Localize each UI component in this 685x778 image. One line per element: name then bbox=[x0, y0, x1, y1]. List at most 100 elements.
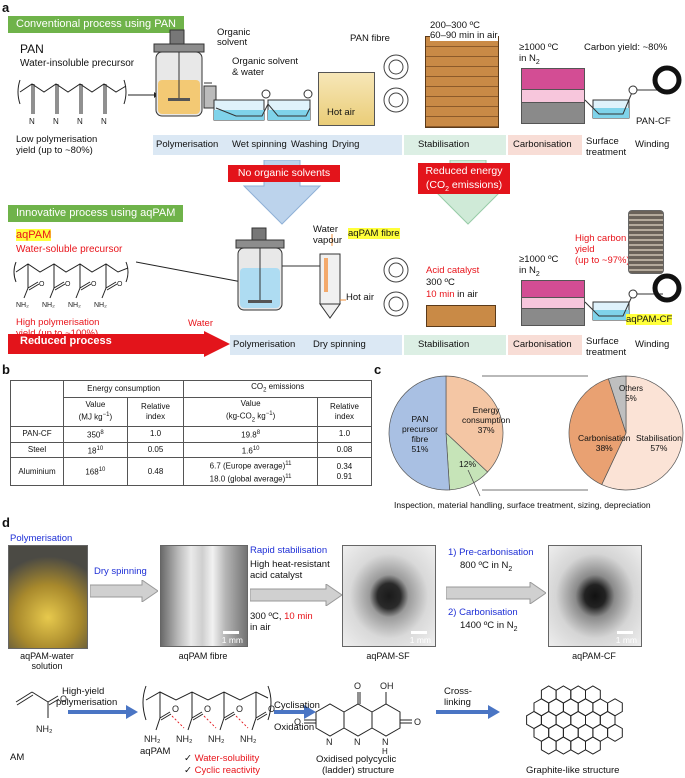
pre-carb-cond: 800 ºC in N2 bbox=[460, 560, 513, 573]
scale-label: 1 mm bbox=[615, 635, 637, 645]
arrow-cyclisation bbox=[274, 705, 316, 719]
panel-b-letter: b bbox=[2, 362, 10, 377]
dry-spinning-arrow bbox=[90, 580, 158, 602]
scale-label: 1 mm bbox=[221, 635, 243, 645]
aq-carbonisation-furnace bbox=[521, 280, 585, 326]
aq-stab-temp-label: 300 ºC bbox=[426, 277, 455, 288]
arrow-crosslinking bbox=[436, 705, 500, 719]
pie-slice-others bbox=[607, 375, 627, 434]
aq-step-polymerisation: Polymerisation bbox=[233, 339, 296, 350]
n-atom: N bbox=[77, 117, 83, 126]
aqpam-cf-spool-photo bbox=[628, 210, 664, 274]
aq-step-winding: Winding bbox=[635, 339, 670, 350]
scale-label: 1 mm bbox=[409, 635, 431, 645]
cyclisation-label: Cyclisation bbox=[274, 700, 320, 711]
step-washing: Washing bbox=[291, 139, 328, 150]
fibre-rollers bbox=[383, 54, 409, 113]
crosslink-label-2: linking bbox=[444, 697, 471, 708]
aqpam-reactor-and-spinner bbox=[235, 227, 346, 319]
high-yield-line2: yield (up to ~100%) bbox=[16, 328, 99, 339]
pan-cf-product: PAN-CF bbox=[636, 116, 671, 127]
stab-time-label: 60–90 min in air bbox=[430, 30, 498, 41]
stabilisation-oven bbox=[425, 36, 499, 128]
pie-slice-energy-consumption bbox=[445, 375, 504, 473]
carbonisation-furnace bbox=[521, 68, 585, 124]
o-atom: O bbox=[204, 704, 211, 714]
aqpam-sf-photo: 1 mm bbox=[342, 545, 436, 647]
o-atom: O bbox=[268, 704, 275, 714]
pan-subtitle: Water-insoluble precursor bbox=[20, 58, 135, 69]
no-organic-solvents-callout: No organic solvents bbox=[228, 165, 340, 182]
nh2-group: NH₂ bbox=[16, 302, 29, 309]
pie1-other-label: 12% bbox=[459, 459, 477, 469]
header-co2: CO2 emissions bbox=[183, 380, 372, 398]
water-vapour-line2: vapour bbox=[313, 235, 343, 246]
n-atom: N bbox=[382, 737, 389, 747]
carbonisation-arrow bbox=[446, 582, 546, 604]
pie-chart-cost bbox=[388, 375, 504, 491]
caption-fibre: aqPAM fibre bbox=[178, 651, 228, 661]
stabilisation-arrow bbox=[250, 584, 342, 606]
graphite-hexagon bbox=[555, 736, 572, 755]
energy-co2-table: Energy consumption CO2 emissions Value(M… bbox=[10, 380, 373, 487]
step-stabilisation: Stabilisation bbox=[418, 139, 470, 150]
pan-structure-diagram: N N N N bbox=[17, 79, 127, 126]
arrow-polymerisation bbox=[68, 705, 138, 719]
aq-step-bar-blue bbox=[230, 335, 402, 355]
aq-stabilisation-oven bbox=[426, 305, 496, 327]
o-atom: O bbox=[236, 704, 243, 714]
n-atom: N bbox=[326, 737, 333, 747]
o-atom: O bbox=[414, 717, 421, 727]
graphite-hexagon bbox=[585, 736, 601, 755]
aqpam-rollers bbox=[383, 257, 409, 317]
graphite-lattice bbox=[526, 685, 623, 755]
graphite-hexagon bbox=[570, 736, 586, 755]
drying-chamber: Hot air bbox=[318, 72, 375, 126]
scale-bar bbox=[223, 631, 239, 634]
step-polymerisation: Polymerisation bbox=[156, 139, 219, 150]
organic-solvent-line1: Organic bbox=[217, 27, 251, 38]
reduced-process-label: Reduced process bbox=[20, 335, 112, 347]
nh2-group: NH₂ bbox=[68, 302, 81, 309]
step-bar-pink bbox=[508, 135, 582, 155]
pan-fibre-label: PAN fibre bbox=[350, 33, 390, 44]
aqpam-fibre-photo: 1 mm bbox=[160, 545, 248, 647]
table-row: Steel 1810 0.05 1.610 0.08 bbox=[10, 441, 373, 459]
panel-d-letter: d bbox=[2, 515, 10, 530]
aqpam-fibre-label: aqPAM fibre bbox=[348, 228, 400, 239]
aq-step-stabilisation: Stabilisation bbox=[418, 339, 470, 350]
nh2-group: NH₂ bbox=[208, 734, 225, 744]
pie1-footnote: Inspection, material handling, surface t… bbox=[394, 500, 651, 510]
crosslink-label-1: Cross- bbox=[444, 686, 472, 697]
step-wet-spinning: Wet spinning bbox=[232, 139, 287, 150]
organic-water-line1: Organic solvent bbox=[232, 56, 299, 67]
graphite-label: Graphite-like structure bbox=[526, 765, 620, 776]
graphite-hexagon bbox=[540, 736, 557, 755]
n-atom: N bbox=[354, 737, 361, 747]
header-energy: Energy consumption bbox=[62, 380, 185, 398]
aqpam-chem-label: aqPAM bbox=[140, 746, 171, 757]
low-yield-line2: yield (up to ~80%) bbox=[16, 145, 93, 156]
pie-slice-pan-precursor bbox=[388, 375, 450, 491]
carbon-yield-label: Carbon yield: ~80% bbox=[584, 42, 668, 53]
nh2-group: NH₂ bbox=[94, 302, 107, 309]
high-carbon-line1: High carbon bbox=[575, 233, 627, 244]
organic-water-line2: & water bbox=[232, 67, 265, 78]
aq-step-carbonisation: Carbonisation bbox=[513, 339, 572, 350]
step-winding: Winding bbox=[635, 139, 670, 150]
aqpam-solution-photo bbox=[8, 545, 88, 649]
aq-carb-temp-label: ≥1000 ºC bbox=[519, 254, 559, 265]
reduced-process-arrow bbox=[8, 331, 230, 357]
table-row: Aluminium 16810 0.48 6.7 (Europe average… bbox=[10, 457, 373, 487]
rapid-stab-label: Rapid stabilisation bbox=[250, 545, 328, 556]
o-atom: O bbox=[65, 281, 71, 288]
step-surface-2: treatment bbox=[586, 147, 627, 158]
reactor-vessel-conventional bbox=[153, 29, 212, 117]
acid-catalyst-label: Acid catalyst bbox=[426, 265, 480, 276]
pie-slice-stabilisation bbox=[601, 375, 684, 491]
